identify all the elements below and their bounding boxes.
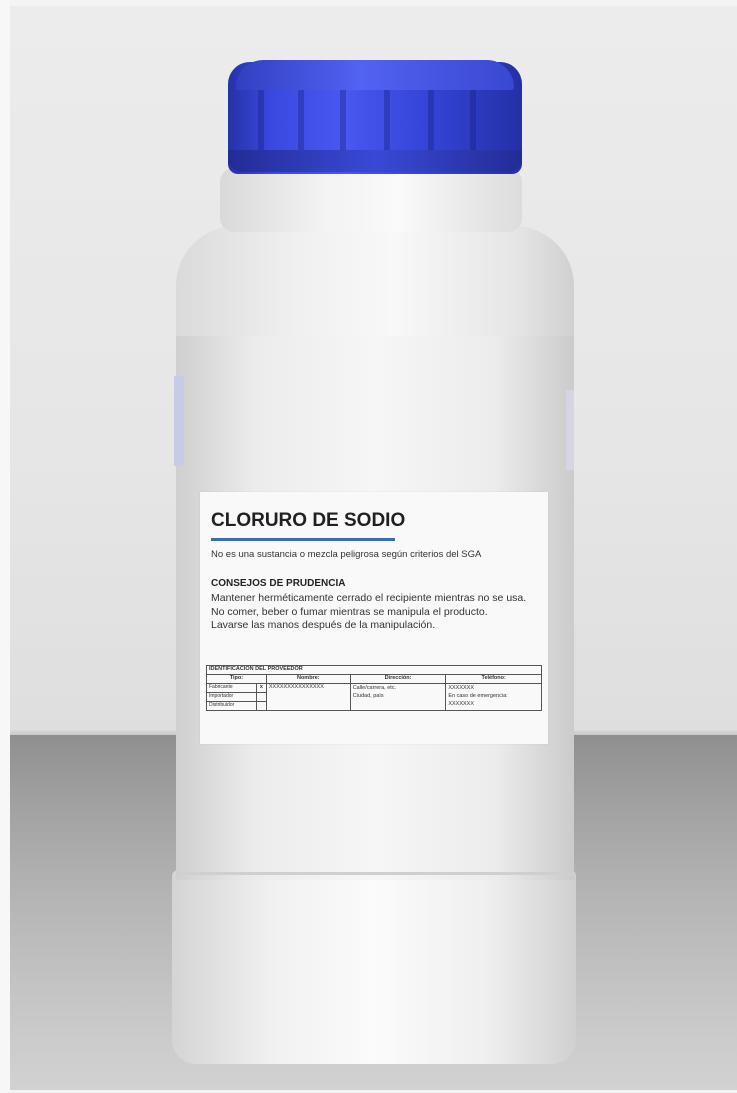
precautionary-line: Lavarse las manos después de la manipula…: [211, 619, 436, 631]
supplier-address: Calle/carrera, etc. Ciudad, país: [349, 683, 447, 711]
address-line: Ciudad, país: [352, 693, 384, 699]
bottle-base: [172, 870, 576, 1064]
hazard-statement: No es una sustancia o mezcla peligrosa s…: [211, 549, 482, 560]
supplier-section-title: IDENTIFICACIÓN DEL PROVEEDOR: [206, 665, 542, 675]
cap-rib: [258, 72, 264, 167]
bottle-shoulder: [176, 226, 574, 336]
phone-line: XXXXXXX: [448, 701, 475, 707]
precautionary-line: No comer, beber o fumar mientras se mani…: [211, 605, 488, 618]
type-marker-empty: [255, 701, 267, 711]
bottle-cap-band: [228, 150, 522, 172]
address-line: Calle/carrera, etc.: [352, 685, 397, 691]
side-label-right: [566, 390, 574, 470]
type-header: Tipo:: [206, 674, 267, 684]
precautionary-statements: Mantener herméticamente cerrado el recip…: [211, 592, 539, 633]
photo-border: [0, 0, 10, 1093]
supplier-name: XXXXXXXXXXXXXXX: [265, 683, 351, 711]
type-marker-empty: [255, 692, 267, 702]
bottle-base-seam: [176, 872, 574, 875]
type-distributor: Distribuidor: [206, 701, 257, 711]
product-name: CLORURO DE SODIO: [211, 510, 406, 531]
cap-rib: [428, 72, 434, 167]
supplier-phone: XXXXXXX En caso de emergencia: XXXXXXX: [445, 683, 542, 711]
cap-rib: [340, 72, 346, 167]
product-label: CLORURO DE SODIO No es una sustancia o m…: [200, 492, 548, 744]
cap-rib: [384, 72, 390, 167]
address-header: Dirección:: [349, 674, 447, 684]
precautionary-line: Mantener herméticamente cerrado el recip…: [211, 592, 527, 604]
phone-line: En caso de emergencia:: [448, 693, 508, 699]
bottle-cap-top: [236, 60, 514, 90]
cap-rib: [298, 72, 304, 167]
type-manufacturer: Fabricante: [206, 683, 257, 693]
side-label-left: [174, 376, 184, 466]
supplier-table: IDENTIFICACIÓN DEL PROVEEDOR Tipo: Nombr…: [206, 665, 542, 711]
cap-rib: [470, 72, 476, 167]
type-importer: Importador: [206, 692, 257, 702]
title-underline: [211, 538, 395, 541]
type-marker: x: [255, 683, 267, 693]
phone-line: XXXXXXX: [448, 685, 475, 691]
bottle-neck: [220, 168, 522, 232]
name-header: Nombre:: [265, 674, 351, 684]
phone-header: Teléfono:: [445, 674, 542, 684]
precautionary-heading: CONSEJOS DE PRUDENCIA: [211, 578, 346, 589]
